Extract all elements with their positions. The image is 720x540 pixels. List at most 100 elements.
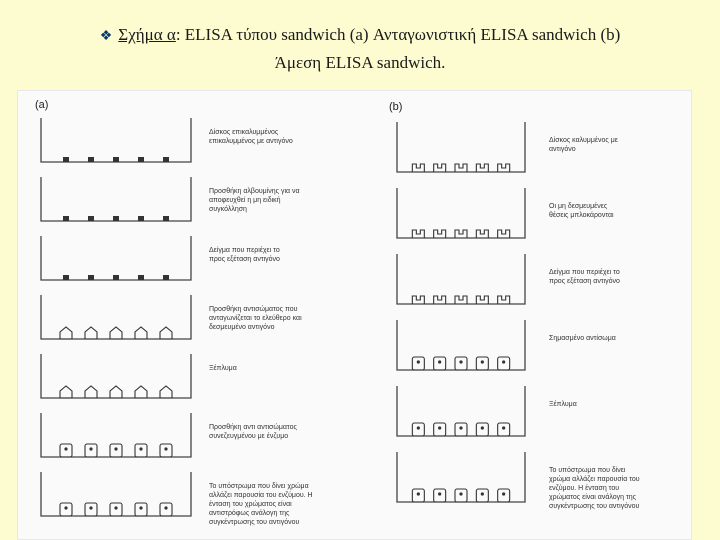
panel-b-step-text: προς εξέταση αντιγόνο <box>549 277 620 285</box>
panel-a-step-text: συνεζευγμένου με ένζυμο <box>209 432 288 440</box>
panel-b-marker-dot <box>459 360 463 364</box>
panel-b-marker <box>454 488 468 503</box>
panel-b-marker <box>475 488 489 503</box>
panel-a-marker-dot <box>64 447 68 451</box>
panel-b-marker <box>454 295 468 304</box>
panel-b-marker <box>411 422 425 437</box>
panel-a-step-text: ανταγωνίζεται το ελεύθερο και <box>209 314 302 322</box>
panel-a-marker <box>134 385 148 399</box>
panel-a-marker <box>113 216 119 221</box>
panel-a-well <box>40 177 192 222</box>
panel-a-marker <box>159 443 173 458</box>
panel-b-step-text: Δείγμα που περιέχει το <box>549 268 620 276</box>
panel-a-label: (a) <box>35 99 48 111</box>
elisa-diagram: (a)(b)Δίσκος επικαλυμμένοςεπικαλυμμένος … <box>35 99 640 526</box>
panel-a-well <box>40 118 192 163</box>
panel-a-step-text: Ξέπλυμα <box>209 364 237 372</box>
panel-a-well <box>40 354 192 399</box>
panel-a-step-text: Το υπόστρωμα που δίνει χρώμα <box>209 482 309 490</box>
panel-a-well <box>40 295 192 340</box>
panel-b-marker <box>433 295 447 304</box>
panel-b-marker-dot <box>502 426 506 430</box>
panel-a-marker <box>138 157 144 162</box>
panel-a-marker <box>138 216 144 221</box>
panel-a-marker <box>159 385 173 399</box>
panel-a-marker <box>163 216 169 221</box>
panel-a-marker <box>59 385 73 399</box>
panel-a-step-text: προς εξέταση αντιγόνο <box>209 255 280 263</box>
panel-a-marker <box>63 275 69 280</box>
panel-a-marker <box>109 443 123 458</box>
panel-a-marker <box>113 275 119 280</box>
panel-b-marker <box>411 295 425 304</box>
panel-b-marker-dot <box>438 492 442 496</box>
panel-a-marker-dot <box>139 506 143 510</box>
panel-b-marker <box>411 229 425 238</box>
panel-b-marker <box>475 422 489 437</box>
slide-title: ❖ Σχήμα α: ELISA τύπου sandwich (a) Ανταγ… <box>0 22 720 76</box>
panel-b-step-text: αντιγόνο <box>549 145 576 153</box>
diamond-bullet-icon: ❖ <box>99 29 113 44</box>
panel-a-marker <box>59 443 73 458</box>
panel-a-marker <box>59 326 73 340</box>
panel-b-marker-dot <box>502 492 506 496</box>
panel-a-marker <box>159 326 173 340</box>
panel-b-marker <box>475 163 489 172</box>
panel-a-marker <box>88 216 94 221</box>
panel-b-marker <box>497 295 511 304</box>
title-lead: Σχήμα α <box>118 25 176 44</box>
panel-a-marker-dot <box>114 506 118 510</box>
panel-a-step-text: Δίσκος επικαλυμμένος <box>209 128 279 136</box>
panel-b-marker-dot <box>438 360 442 364</box>
panel-a-marker <box>88 275 94 280</box>
panel-b-marker <box>433 422 447 437</box>
panel-a-marker <box>88 157 94 162</box>
title-line-1-text: : ELISA τύπου sandwich (a) Ανταγωνιστική… <box>175 25 621 44</box>
panel-b-well <box>396 188 526 239</box>
panel-b-marker <box>475 229 489 238</box>
panel-b-marker-dot <box>502 360 506 364</box>
title-line-2: Άμεση ELISA sandwich. <box>274 53 446 72</box>
panel-b-marker-dot <box>480 492 484 496</box>
panel-b-well <box>396 254 526 305</box>
panel-a-step-text: ένταση του χρώματος είναι <box>209 500 292 508</box>
panel-b-step-text: Σημασμένο αντίσωμα <box>549 334 616 342</box>
panel-b-marker <box>497 422 511 437</box>
panel-b-marker <box>433 488 447 503</box>
panel-a-marker-dot <box>89 506 93 510</box>
panel-a-step-text: αλλάζει παρουσία του ενζύμου. Η <box>209 491 313 499</box>
panel-b-marker-dot <box>416 426 420 430</box>
panel-a-marker <box>109 385 123 399</box>
panel-b-marker <box>411 488 425 503</box>
panel-a-step-text: Προσθήκη αντισώματος που <box>209 305 298 313</box>
panel-b-marker <box>411 356 425 371</box>
panel-b-marker <box>454 422 468 437</box>
panel-b-step-text: χρώμα αλλάζει παρουσία του <box>549 475 640 483</box>
panel-a-marker <box>138 275 144 280</box>
panel-b-marker <box>433 163 447 172</box>
panel-a-marker-dot <box>164 506 168 510</box>
panel-a-step-text: αντιστρόφως ανάλογη της <box>209 509 290 517</box>
panel-a-marker-dot <box>64 506 68 510</box>
panel-b-marker <box>433 356 447 371</box>
panel-a-well <box>40 236 192 281</box>
panel-b-step-text: συγκέντρωσης του αντιγόνου <box>549 502 639 510</box>
panel-a-step-text: συγκέντρωσης του αντιγόνου <box>209 518 299 526</box>
panel-b-step-text: Το υπόστρωμα που δίνει <box>549 466 626 474</box>
panel-b-marker-dot <box>459 426 463 430</box>
panel-b-step-text: Οι μη δεσμευμένες <box>549 202 608 210</box>
panel-a-marker <box>59 502 73 517</box>
panel-b-marker <box>497 488 511 503</box>
panel-a-marker <box>134 326 148 340</box>
panel-a-marker <box>159 502 173 517</box>
panel-b-marker <box>411 163 425 172</box>
panel-a-marker <box>134 502 148 517</box>
panel-a-marker-dot <box>164 447 168 451</box>
panel-b-step-text: ενζύμου. Η ένταση του <box>549 484 619 492</box>
panel-a-step-text: αποφευχθεί η μη ειδική <box>209 196 281 204</box>
panel-a-marker <box>163 275 169 280</box>
title-line-1: ❖ Σχήμα α: ELISA τύπου sandwich (a) Ανταγ… <box>0 22 720 50</box>
panel-b-label: (b) <box>389 101 402 113</box>
panel-a-marker-dot <box>114 447 118 451</box>
panel-a-marker <box>109 502 123 517</box>
